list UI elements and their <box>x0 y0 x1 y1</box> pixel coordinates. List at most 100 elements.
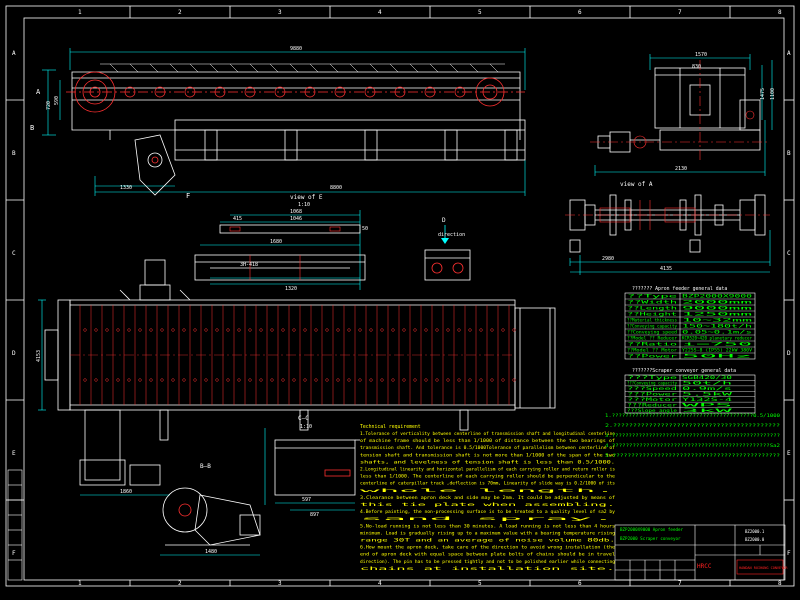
apron-row-value: 10~32mm <box>682 318 754 323</box>
apron-row-key: ??Conveying capacity <box>627 324 678 329</box>
border-top-number: 5 <box>478 9 482 16</box>
border-bottom-number: 8 <box>778 580 782 587</box>
top-view-dimension-labels: 9880 8800 1330 720 590 A F B <box>30 46 342 200</box>
tech-req-line: chains at installation site. <box>360 566 615 572</box>
tech-req-line: sand spray. <box>360 516 615 522</box>
apron-row-value: KCR520~420 planetary reducer <box>682 336 753 341</box>
shaft-view <box>565 194 771 275</box>
plate-bolt <box>402 378 406 382</box>
plate-bolt <box>391 378 395 382</box>
scraper-table: ???????Scraper conveyor general data ???… <box>624 368 756 414</box>
scraper-row-value: 3kW <box>682 408 736 413</box>
border-top-number: 7 <box>678 9 682 16</box>
plate-bolt <box>303 328 307 332</box>
dim-c-a: 597 <box>302 497 311 503</box>
label-a: A <box>36 88 41 96</box>
scraper-row-key: ???Type <box>627 375 679 380</box>
plate-bolt <box>336 328 340 332</box>
shaft-view-labels: 2980 4135 <box>602 256 672 272</box>
scraper-row-value: 50t/h <box>682 381 734 386</box>
tech-req-line: of machine frame should be less than 1/1… <box>360 438 615 444</box>
scraper-row-value: Y132S-4 <box>682 397 734 402</box>
border-bottom-number: 2 <box>178 580 182 587</box>
plate-bolt <box>248 328 252 332</box>
plate-bolt <box>94 328 98 332</box>
title-company: HRCC <box>697 563 712 570</box>
tech-req-line: 5.No-load running is not less than 30 mi… <box>360 523 615 529</box>
border-right-letter: C <box>787 250 791 257</box>
plate-bolt <box>149 328 153 332</box>
dim-end-right-b: 1100 <box>770 88 776 100</box>
plate-bolt <box>347 328 351 332</box>
right-note-line: 2.??????????????????????????????????????… <box>605 423 781 428</box>
border-bottom-number: 7 <box>678 580 682 587</box>
dim-height-2: 590 <box>54 96 60 105</box>
dim-e-top-d: 1680 <box>270 239 282 245</box>
plate-bolt <box>512 378 516 382</box>
border-left-letter: B <box>12 150 16 157</box>
section-c-scale: 1:10 <box>300 424 312 430</box>
plate-bolt <box>468 328 472 332</box>
border-top-number: 6 <box>578 9 582 16</box>
view-e <box>194 210 366 290</box>
dim-end-right-a: 1475 <box>760 88 766 100</box>
apron-table: ??????? Apron feeder general data ??Type… <box>624 286 756 360</box>
plate-bolt <box>94 378 98 382</box>
title-drawing-subtitle: BZP2000 Scraper conveyor <box>620 536 681 541</box>
tech-req-line: 2.Longitudinal linearity and horizontal … <box>360 467 615 473</box>
dim-shaft-bottom: 4135 <box>660 266 672 272</box>
plate-bolt <box>171 378 175 382</box>
apron-row-value: 9000mm <box>682 306 755 311</box>
plate-bolt <box>281 328 285 332</box>
plate-bolt <box>435 328 439 332</box>
apron-row-key: ??Model ?? Motor <box>627 348 678 353</box>
plate-bolt <box>325 378 329 382</box>
title-brand: HANDAN RUIHONG CONVEYOR <box>739 566 788 570</box>
plate-bolt <box>226 328 230 332</box>
dim-shaft-left: 2980 <box>602 256 614 262</box>
border-bottom-number: 5 <box>478 580 482 587</box>
end-view <box>590 54 773 176</box>
border-bottom-number: 1 <box>78 580 82 587</box>
label-f: F <box>186 192 190 200</box>
dim-plan-height: 4153 <box>36 350 42 362</box>
tech-req-line: range 30T and an average of noise volume… <box>360 538 615 544</box>
plate-bolt <box>413 328 417 332</box>
plate-bolt <box>380 328 384 332</box>
dim-bottom-total: 8800 <box>330 185 342 191</box>
apron-row-key: ??Model ?? Reducer <box>627 336 678 341</box>
tech-req-line: direction). The pin has to be pressed ti… <box>360 559 615 565</box>
dim-e-top-b: 1046 <box>290 216 302 222</box>
view-d-direction: direction <box>438 232 465 238</box>
section-b-labels: B—B 1480 <box>200 463 217 555</box>
border-left-letter: F <box>12 550 16 557</box>
plate-bolt <box>303 378 307 382</box>
scraper-row-key: ???Reducer <box>627 402 678 407</box>
plate-bolt <box>248 378 252 382</box>
border-right-letter: A <box>787 50 791 57</box>
plate-bolt <box>182 328 186 332</box>
plate-bolt <box>237 378 241 382</box>
scraper-row-key: ???Speed <box>627 386 679 391</box>
plate-bolt <box>336 378 340 382</box>
border-left-letter: E <box>12 450 16 457</box>
plate-bolt <box>215 378 219 382</box>
apron-row-key: ??Conveying speed <box>627 330 678 335</box>
section-c-caption: C—C <box>298 415 309 422</box>
plate-bolt <box>413 378 417 382</box>
title-block: BZP2000X9000 Apron feeder BZP2000 Scrape… <box>614 524 788 581</box>
top-side-view <box>42 48 526 196</box>
tech-req-line: centerline of caterpillar track ,deflect… <box>360 481 615 487</box>
plate-bolt <box>193 378 197 382</box>
apron-row-key: ??Power <box>627 354 679 359</box>
dim-b-a: 1480 <box>205 549 217 555</box>
border-bottom-number: 6 <box>578 580 582 587</box>
border-top-number: 1 <box>78 9 82 16</box>
plate-bolt <box>391 328 395 332</box>
plate-bolt <box>490 328 494 332</box>
apron-row-key: ??Material thickness <box>627 318 678 323</box>
scraper-row-value: WPS <box>682 402 736 407</box>
dim-left-offset: 1330 <box>120 185 132 191</box>
